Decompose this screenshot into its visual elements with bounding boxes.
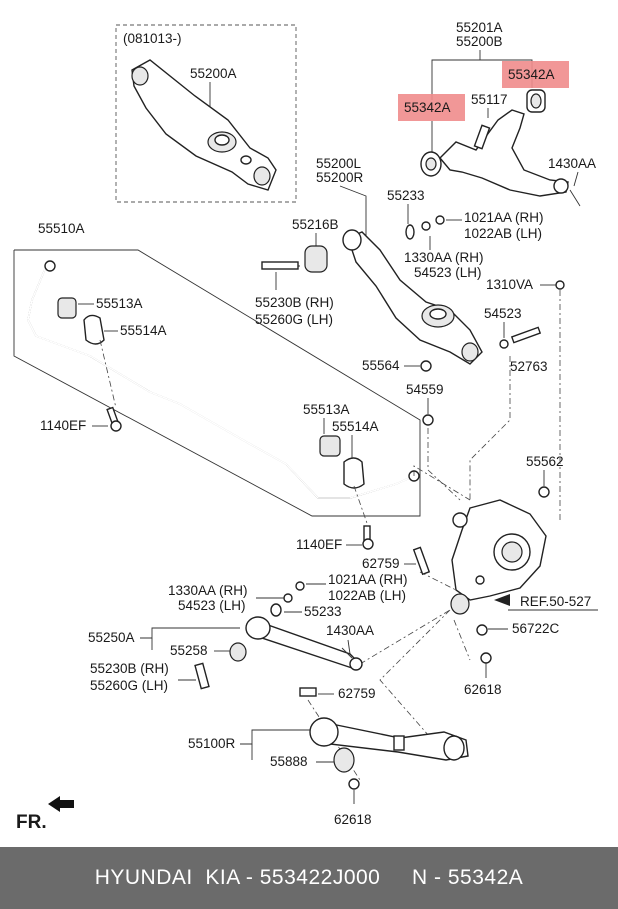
label-55562: 55562	[526, 454, 564, 469]
label-55514A-1: 55514A	[120, 323, 167, 338]
label-62759-2: 62759	[338, 686, 376, 701]
label-55250A: 55250A	[88, 630, 135, 645]
label-1140EF-1: 1140EF	[40, 418, 86, 433]
lower-arm	[304, 215, 483, 365]
label-1021AA-bot: 1021AA (RH)	[328, 572, 408, 587]
label-55216B: 55216B	[292, 217, 339, 232]
fr-label: FR.	[16, 812, 47, 833]
label-55230B-bot: 55230B (RH)	[90, 661, 169, 676]
label-55117: 55117	[471, 92, 508, 107]
label-1021AA-top: 1021AA (RH)	[464, 210, 544, 225]
label-62618-2: 62618	[334, 812, 372, 827]
suspension-parts-diagram: (081013-) 55200A 55201A 55200B 55342A 55…	[13, 20, 598, 833]
label-55100R: 55100R	[188, 736, 236, 751]
label-55260G-bot: 55260G (LH)	[90, 678, 168, 693]
ref-arrow-icon	[494, 594, 510, 606]
label-62759-1: 62759	[362, 556, 400, 571]
label-55233-bot: 55233	[304, 604, 342, 619]
inset-note: (081013-)	[123, 31, 182, 46]
label-55564: 55564	[362, 358, 400, 373]
label-55258: 55258	[170, 643, 208, 658]
label-55200B-top: 55200B	[456, 34, 503, 49]
label-55260G-top: 55260G (LH)	[255, 312, 333, 327]
highlight-55342A-1	[502, 61, 569, 88]
label-55200L: 55200L	[316, 156, 362, 171]
label-1330AA-top: 1330AA (RH)	[404, 250, 484, 265]
label-56722C: 56722C	[512, 621, 560, 636]
label-1022AB-bot: 1022AB (LH)	[328, 588, 406, 603]
inset-frame	[115, 24, 297, 203]
label-55513A-1: 55513A	[96, 296, 143, 311]
label-54523-bot: 54523 (LH)	[178, 598, 246, 613]
label-55342A-2: 55342A	[404, 100, 451, 115]
stabilizer-bar	[27, 260, 420, 499]
label-52763: 52763	[510, 359, 548, 374]
highlight-55342A-2	[398, 94, 465, 121]
lower-arm-inset	[131, 59, 277, 191]
label-ref: REF.50-527	[520, 594, 591, 609]
label-55230B-top: 55230B (RH)	[255, 295, 334, 310]
front-arrow-icon	[48, 796, 74, 812]
label-55513A-2: 55513A	[303, 402, 350, 417]
label-62618-1: 62618	[464, 682, 502, 697]
label-55514A-2: 55514A	[332, 419, 379, 434]
label-55888: 55888	[270, 754, 308, 769]
lower-link	[309, 717, 469, 773]
label-1430AA-top: 1430AA	[548, 156, 596, 171]
label-54523-mid: 54523	[484, 306, 522, 321]
knuckle	[450, 499, 547, 615]
label-55200A: 55200A	[190, 66, 237, 81]
label-1310VA: 1310VA	[486, 277, 533, 292]
label-1140EF-2: 1140EF	[296, 537, 342, 552]
label-55510A: 55510A	[38, 221, 85, 236]
label-55233-top: 55233	[387, 188, 425, 203]
upper-arm	[420, 89, 581, 207]
label-1022AB-top: 1022AB (LH)	[464, 226, 542, 241]
label-54523-top: 54523 (LH)	[414, 265, 482, 280]
label-55200R: 55200R	[316, 170, 364, 185]
label-1330AA-bot: 1330AA (RH)	[168, 583, 248, 598]
toe-link	[229, 616, 363, 671]
label-55342A-1: 55342A	[508, 67, 555, 82]
label-54559: 54559	[406, 382, 444, 397]
footer-bar: HYUNDAI KIA - 553422J000 N - 55342A	[0, 847, 618, 909]
label-55201A: 55201A	[456, 20, 503, 35]
label-1430AA-bot: 1430AA	[326, 623, 374, 638]
footer-part-number: HYUNDAI KIA - 553422J000 N - 55342A	[94, 866, 524, 889]
stabilizer-frame	[13, 249, 421, 517]
